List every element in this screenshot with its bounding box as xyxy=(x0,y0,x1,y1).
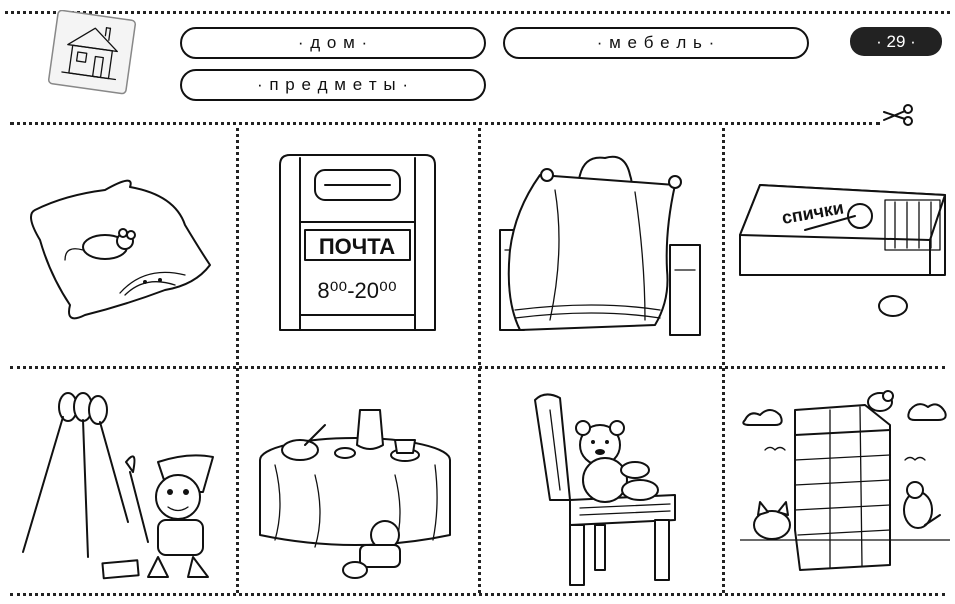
mailbox-hours: 8⁰⁰-20⁰⁰ xyxy=(317,278,396,303)
house-logo xyxy=(45,10,140,95)
cut-line-top xyxy=(10,122,880,125)
house-icon xyxy=(61,27,118,81)
top-dotted-line xyxy=(5,11,950,14)
card-gnome-matches[interactable] xyxy=(18,392,223,587)
bird-top xyxy=(867,390,894,412)
card-bed-blanket[interactable] xyxy=(495,150,705,340)
mouse-figure xyxy=(64,228,136,261)
gnome-figure xyxy=(147,454,214,578)
grid-divider-1 xyxy=(236,128,239,593)
tag-objects: · п р е д м е т ы · xyxy=(180,69,486,101)
grid-middle-line xyxy=(10,366,945,369)
grid-bottom-line xyxy=(10,593,945,596)
card-stove-birds[interactable] xyxy=(740,390,950,585)
card-table-gnome[interactable] xyxy=(255,405,455,585)
mailbox-label: ПОЧТА xyxy=(319,234,395,259)
grid-divider-3 xyxy=(722,128,725,593)
card-mailbox[interactable]: ПОЧТА 8⁰⁰-20⁰⁰ xyxy=(275,150,440,340)
tag-furniture: · м е б е л ь · xyxy=(503,27,809,59)
teddy-bear xyxy=(575,420,659,503)
tag-home: · д о м · xyxy=(180,27,486,59)
grid-divider-2 xyxy=(478,128,481,593)
card-pillow-mouse[interactable] xyxy=(25,165,215,330)
sleeping-gnome xyxy=(342,520,401,579)
bird-right xyxy=(903,481,941,529)
card-teddy-chair[interactable] xyxy=(525,390,690,590)
cat-figure xyxy=(753,501,791,540)
scissors-icon xyxy=(880,102,916,128)
page-number-badge: · 29 · xyxy=(850,27,942,56)
card-matchbox[interactable]: спички xyxy=(735,180,950,340)
